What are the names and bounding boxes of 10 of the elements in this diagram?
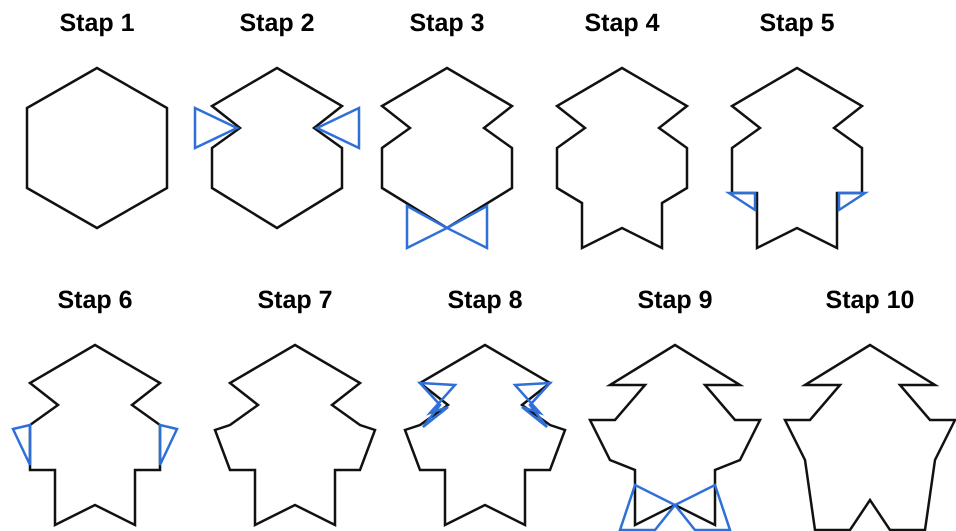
step-label: Stap 8 <box>447 285 523 315</box>
step-label: Stap 6 <box>57 285 133 315</box>
step-label: Stap 10 <box>826 285 914 315</box>
step-label: Stap 4 <box>584 8 660 38</box>
step-label: Stap 7 <box>257 285 333 315</box>
step-label: Stap 9 <box>637 285 713 315</box>
step-label: Stap 2 <box>239 8 315 38</box>
step-label: Stap 1 <box>59 8 135 38</box>
step-label: Stap 5 <box>759 8 835 38</box>
step-label: Stap 3 <box>409 8 485 38</box>
